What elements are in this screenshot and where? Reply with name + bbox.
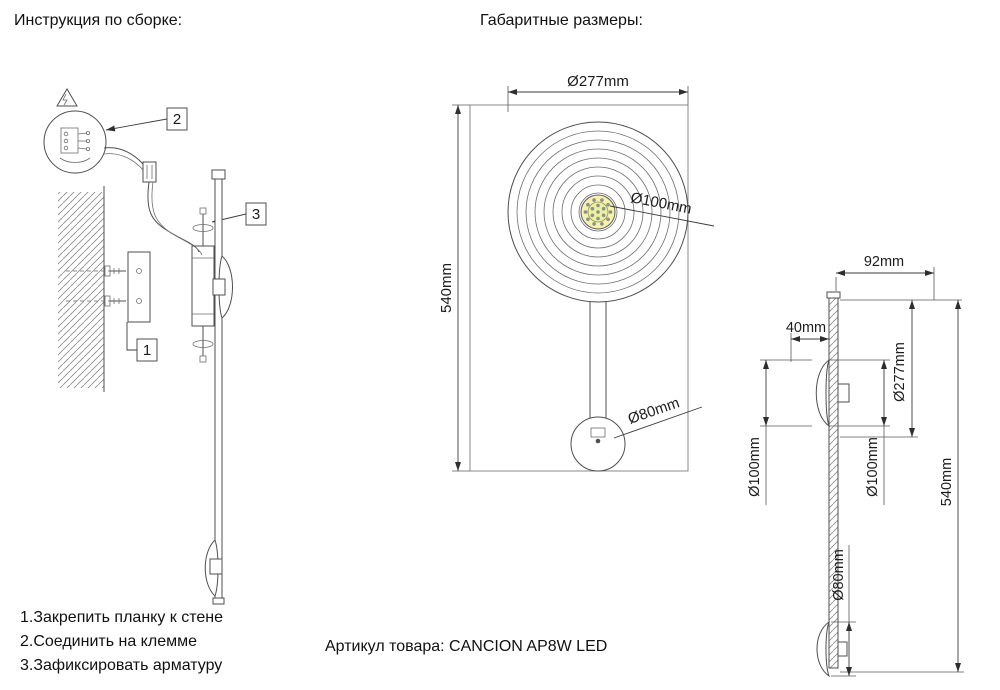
bracket: [191, 207, 215, 363]
assembly-step-1: 1.Закрепить планку к стене: [20, 609, 223, 626]
stem: [589, 302, 607, 418]
dim-front-outer-diameter: Ø277mm: [507, 73, 689, 112]
article-label: Артикул товара: CANCION AP8W LED: [325, 638, 608, 655]
assembly-steps: 1.Закрепить планку к стене 2.Соединить н…: [20, 606, 223, 678]
callout-3-label: 3: [252, 206, 260, 223]
assembly-title: Инструкция по сборке:: [14, 12, 183, 29]
dim-side-width-top: 92mm: [835, 254, 935, 300]
terminal-detail-circle: [43, 110, 107, 174]
front-bottom-diameter-label: Ø80mm: [626, 394, 682, 427]
front-view: Ø277mm 540mm: [438, 73, 715, 472]
front-view-outline: [469, 104, 689, 472]
wall-plate: [127, 251, 151, 323]
power-wire: [103, 147, 203, 256]
dim-front-bottom-diameter: Ø80mm: [613, 394, 703, 439]
side-height-label: 540mm: [939, 458, 955, 506]
assembly-step-3: 3.Зафиксировать арматуру: [20, 657, 223, 674]
dim-front-inner-diameter: Ø100mm: [609, 189, 715, 227]
front-outer-diameter-label: Ø277mm: [567, 73, 629, 90]
side-outer-diameter-label: Ø277mm: [892, 342, 908, 402]
dim-front-height: 540mm: [438, 104, 470, 472]
dim-side-outer-diameter: Ø277mm: [840, 300, 918, 438]
side-width-top-label: 92mm: [864, 254, 904, 270]
callout-1-label: 1: [143, 342, 151, 359]
side-view: 92mm 40mm Ø100mm: [747, 254, 964, 678]
electrical-warning-icon: [56, 88, 78, 107]
mounting-screws: [66, 265, 126, 307]
side-upper-disc: [815, 358, 850, 428]
side-bar: [826, 291, 841, 669]
dimensions-title: Габаритные размеры:: [480, 12, 643, 29]
led-hub: [580, 194, 616, 230]
side-plate-right-label: Ø100mm: [865, 437, 881, 497]
led-dots: [583, 198, 613, 226]
side-bottom-disc: [816, 620, 848, 678]
callout-2-label: 2: [173, 111, 181, 128]
callout-1: 1: [126, 322, 158, 362]
dim-side-height: 540mm: [840, 300, 964, 673]
bottom-disc-front: [570, 416, 626, 472]
assembly-step-2: 2.Соединить на клемме: [20, 633, 197, 650]
lamp-strip: [211, 169, 226, 605]
lower-disc: [204, 539, 223, 597]
dim-side-plate-right: Ø100mm: [829, 359, 890, 505]
side-plate-left-label: Ø100mm: [747, 437, 763, 497]
dim-side-depth: 40mm: [786, 320, 829, 362]
dim-side-bottom-diameter: Ø80mm: [831, 545, 856, 677]
callout-2: 2: [105, 107, 188, 132]
side-bottom-diameter-label: Ø80mm: [831, 549, 847, 601]
assembly-diagram: 2: [43, 88, 267, 605]
dim-side-plate-left: Ø100mm: [747, 359, 812, 505]
front-height-label: 540mm: [438, 263, 455, 313]
side-depth-label: 40mm: [786, 320, 826, 336]
upper-disc: [212, 255, 233, 319]
wall-section: [58, 186, 105, 392]
